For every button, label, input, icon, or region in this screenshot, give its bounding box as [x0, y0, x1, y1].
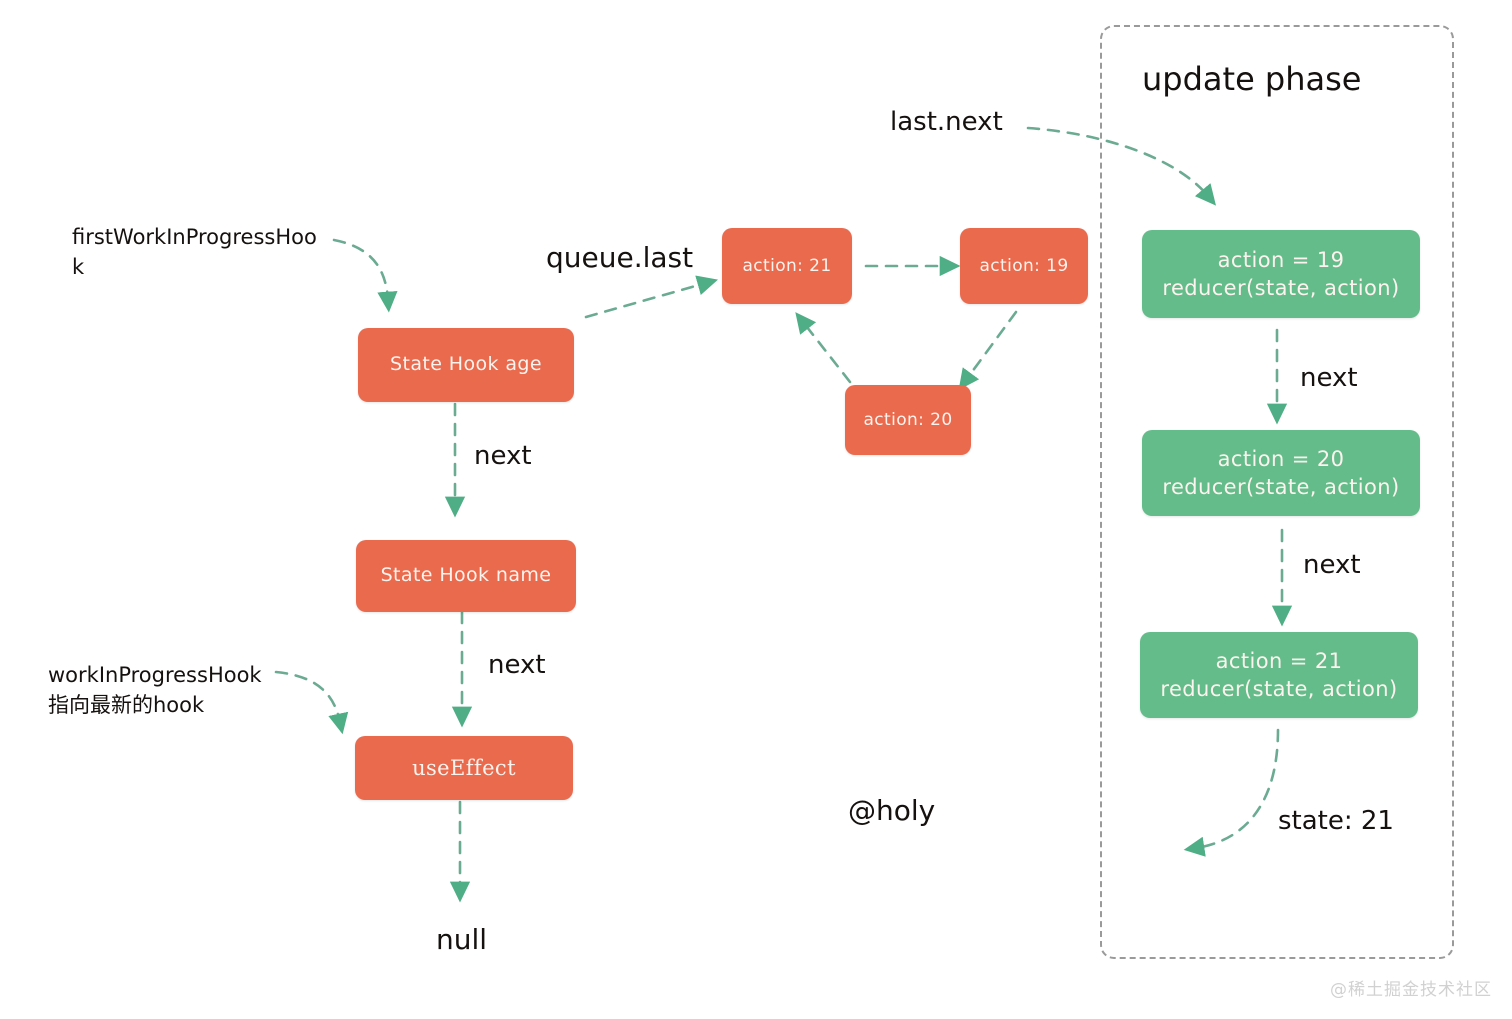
- update-phase-title: update phase: [1142, 60, 1362, 98]
- node-update-action-20[interactable]: action = 20 reducer(state, action): [1142, 430, 1420, 516]
- node-label: useEffect: [412, 755, 516, 780]
- label-work-in-progress-hook: workInProgressHook 指向最新的hook: [48, 663, 262, 718]
- edge-action19-to-action20: [958, 310, 1018, 391]
- node-use-effect[interactable]: useEffect: [355, 736, 573, 800]
- edge-label-update-next-1: next: [1300, 363, 1358, 393]
- node-label-line2: reducer(state, action): [1162, 276, 1400, 300]
- node-update-action-19[interactable]: action = 19 reducer(state, action): [1142, 230, 1420, 318]
- watermark: @稀土掘金技术社区: [1330, 980, 1492, 1000]
- label-hook-chain-null: null: [436, 923, 488, 956]
- label-first-work-in-progress-hook: firstWorkInProgressHoo k: [72, 225, 317, 280]
- update-phase-container: [1100, 25, 1454, 959]
- node-state-hook-age[interactable]: State Hook age: [358, 328, 574, 402]
- node-queue-action-20[interactable]: action: 20: [845, 385, 971, 455]
- node-label-line1: action = 21: [1215, 648, 1343, 673]
- label-update-result-state: state: 21: [1278, 806, 1394, 836]
- node-label-line1: action = 19: [1217, 247, 1345, 272]
- node-label-line1: action = 20: [1217, 446, 1345, 471]
- label-queue-last: queue.last: [546, 241, 694, 274]
- edge-queuelast-to-action21: [584, 275, 719, 319]
- node-update-action-21[interactable]: action = 21 reducer(state, action): [1140, 632, 1418, 718]
- edge-firsthook-to-statehookage: [332, 238, 398, 313]
- edge-action20-to-action21: [795, 312, 852, 384]
- edge-label-update-next-2: next: [1303, 550, 1361, 580]
- edge-label-hook-next-1: next: [474, 441, 532, 471]
- node-label: State Hook name: [380, 564, 552, 587]
- node-queue-action-21[interactable]: action: 21: [722, 228, 852, 304]
- node-state-hook-name[interactable]: State Hook name: [356, 540, 576, 612]
- node-label-line2: reducer(state, action): [1160, 677, 1398, 701]
- node-queue-action-19[interactable]: action: 19: [960, 228, 1088, 304]
- node-label-line2: reducer(state, action): [1162, 475, 1400, 499]
- node-label: action: 21: [742, 255, 832, 276]
- edge-label-hook-next-2: next: [488, 650, 546, 680]
- label-last-next: last.next: [890, 107, 1003, 137]
- node-label: State Hook age: [390, 353, 542, 376]
- node-label: action: 20: [863, 409, 953, 430]
- node-label: action: 19: [979, 255, 1069, 276]
- label-author-holy: @holy: [848, 794, 936, 827]
